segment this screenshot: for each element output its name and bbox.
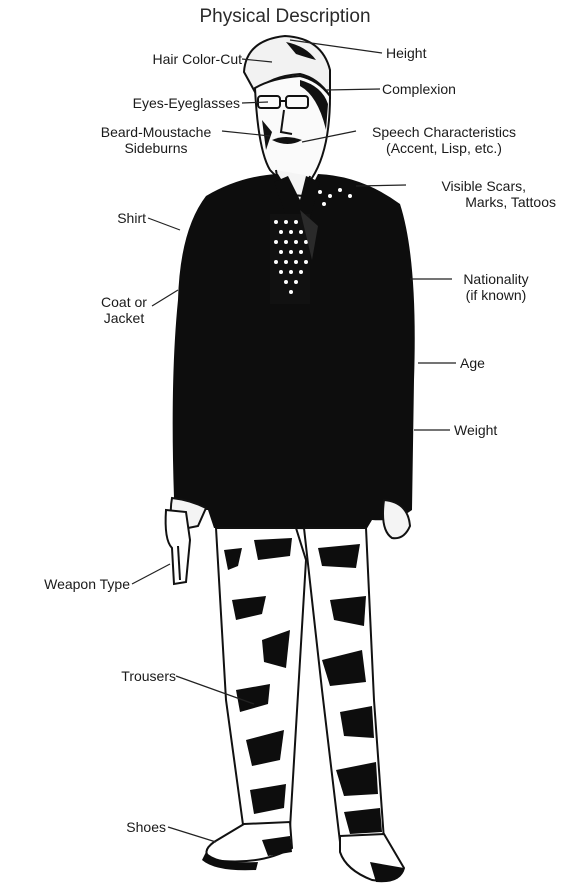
- label-coat-line1: Coat or: [94, 294, 154, 310]
- label-complexion: Complexion: [382, 81, 456, 97]
- label-weapon-type: Weapon Type: [44, 576, 130, 592]
- label-nationality: Nationality (if known): [452, 271, 540, 303]
- leader-weapon: [132, 564, 170, 584]
- leader-coat: [152, 290, 178, 306]
- label-coat-line2: Jacket: [94, 310, 154, 326]
- label-beard-moustache-sideburns: Beard-Moustache Sideburns: [90, 124, 222, 156]
- label-beard-line1: Beard-Moustache: [90, 124, 222, 140]
- label-shirt: Shirt: [117, 210, 146, 226]
- label-hair-color-cut: Hair Color-Cut: [153, 51, 242, 67]
- label-nationality-line1: Nationality: [452, 271, 540, 287]
- label-eyes-eyeglasses: Eyes-Eyeglasses: [133, 95, 240, 111]
- label-speech-line2: (Accent, Lisp, etc.): [356, 140, 532, 156]
- leader-shoes: [168, 827, 216, 842]
- leader-complexion: [326, 89, 380, 90]
- label-height: Height: [386, 45, 426, 61]
- label-beard-line2: Sideburns: [90, 140, 222, 156]
- label-trousers: Trousers: [121, 668, 176, 684]
- label-weight: Weight: [454, 422, 497, 438]
- label-scars-line1: Visible Scars,: [441, 178, 556, 194]
- trousers-shape: [216, 528, 306, 832]
- label-age: Age: [460, 355, 485, 371]
- label-speech-line1: Speech Characteristics: [356, 124, 532, 140]
- label-coat-or-jacket: Coat or Jacket: [94, 294, 154, 326]
- label-visible-scars: Visible Scars, Marks, Tattoos: [441, 178, 556, 210]
- label-nationality-line2: (if known): [452, 287, 540, 303]
- label-speech-characteristics: Speech Characteristics (Accent, Lisp, et…: [356, 124, 532, 156]
- label-shoes: Shoes: [126, 819, 166, 835]
- leader-shirt: [148, 218, 180, 230]
- label-scars-line2: Marks, Tattoos: [441, 194, 556, 210]
